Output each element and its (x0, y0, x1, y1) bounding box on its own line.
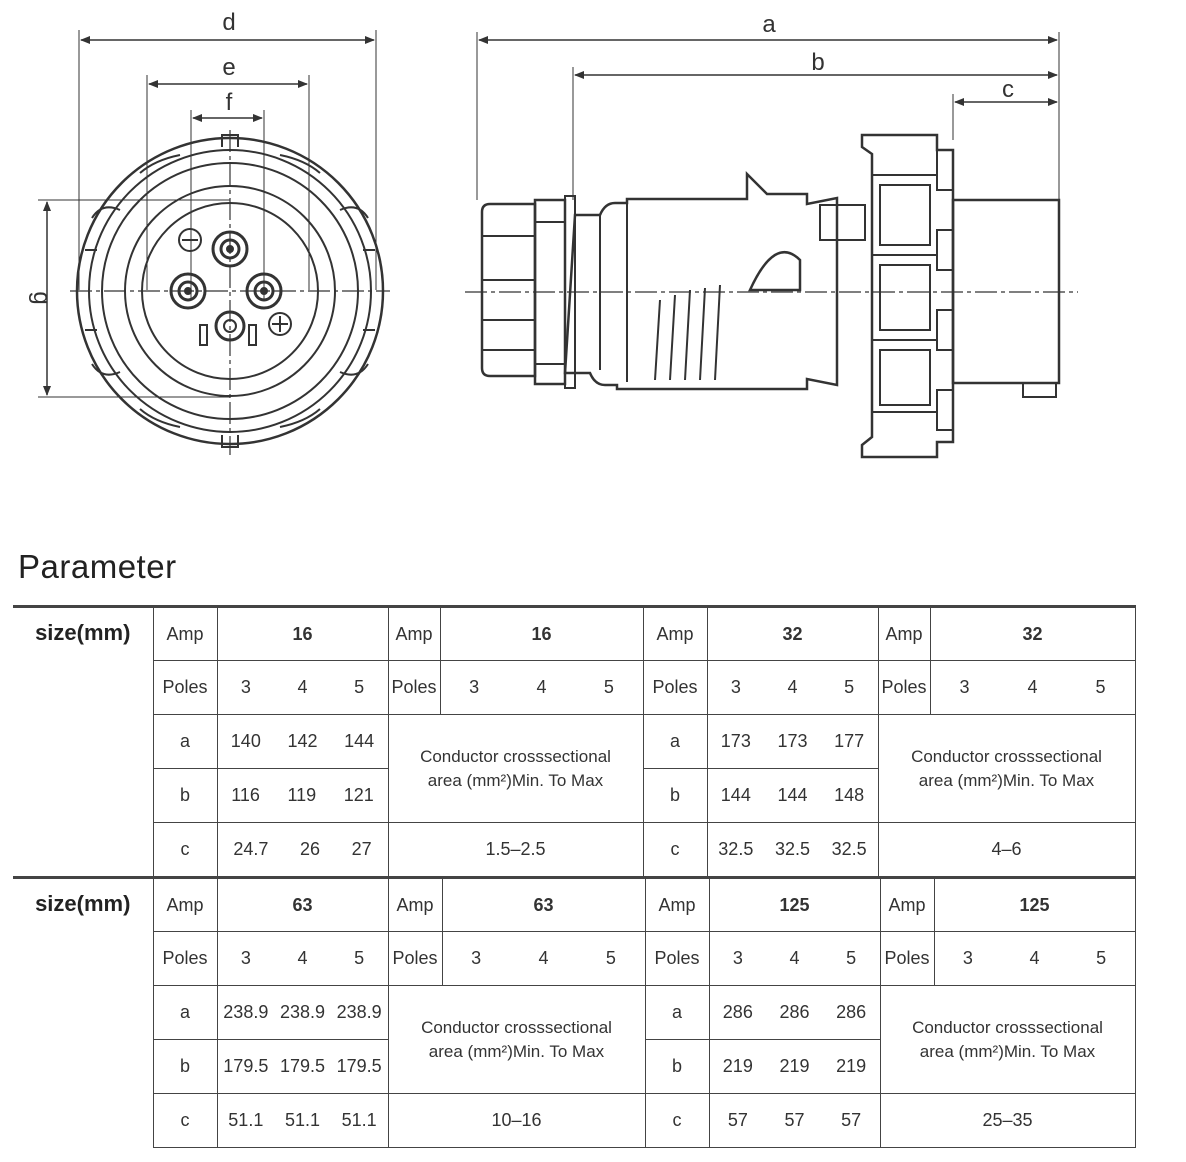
parameter-table-1: size(mm) Amp 16 Amp 16 Amp 32 Amp 32 Pol… (13, 605, 1136, 877)
poles-label: Poles (644, 931, 710, 986)
table-row-amp: size(mm) Amp 63 Amp 63 Amp 125 Amp 125 (13, 877, 1136, 1148)
poles-label: Poles (387, 660, 441, 715)
amp-value: 63 (441, 877, 646, 932)
amp-label: Amp (877, 606, 931, 661)
dim-label: b (644, 1039, 710, 1094)
label-g: g (28, 291, 55, 304)
dim-label: a (642, 714, 708, 769)
amp-label: Amp (644, 877, 710, 932)
side-view (465, 32, 1078, 459)
amp-value: 16 (439, 606, 644, 661)
amp-label: Amp (152, 877, 218, 932)
poles-label: Poles (152, 931, 218, 986)
conductor-range: 10–16 (387, 1093, 646, 1148)
parameter-table-2: size(mm) Amp 63 Amp 63 Amp 125 Amp 125 P… (13, 876, 1136, 1148)
dim-label: a (644, 985, 710, 1040)
label-f: f (226, 89, 233, 116)
amp-value: 125 (933, 877, 1136, 932)
poles-label: Poles (642, 660, 708, 715)
label-a: a (762, 11, 776, 38)
amp-label: Amp (152, 606, 218, 661)
contact-pins (169, 228, 292, 346)
front-view (38, 30, 390, 455)
dim-label: b (642, 768, 708, 823)
poles-label: Poles (877, 660, 931, 715)
size-label: size(mm) (13, 877, 154, 1148)
section-title: Parameter (18, 548, 177, 585)
conductor-range: 25–35 (879, 1093, 1136, 1148)
conductor-range: 1.5–2.5 (387, 822, 644, 877)
dim-label: b (152, 1039, 218, 1094)
dim-label: b (152, 768, 218, 823)
amp-value: 32 (706, 606, 879, 661)
label-b: b (811, 49, 824, 76)
dim-label: c (152, 822, 218, 877)
amp-label: Amp (879, 877, 935, 932)
amp-label: Amp (387, 606, 441, 661)
dim-label: c (642, 822, 708, 877)
dim-label: a (152, 714, 218, 769)
dim-label: c (644, 1093, 710, 1148)
technical-drawing: d e f g (28, 9, 1078, 459)
amp-value: 16 (216, 606, 389, 661)
amp-label: Amp (387, 877, 443, 932)
label-d: d (222, 9, 235, 36)
label-c: c (1002, 76, 1014, 103)
amp-value: 125 (708, 877, 881, 932)
dim-label: c (152, 1093, 218, 1148)
poles-label: Poles (879, 931, 935, 986)
amp-label: Amp (642, 606, 708, 661)
table-row-amp: size(mm) Amp 16 Amp 16 Amp 32 Amp 32 (13, 606, 1136, 877)
conductor-range: 4–6 (877, 822, 1136, 877)
label-e: e (222, 54, 235, 81)
amp-value: 63 (216, 877, 389, 932)
amp-value: 32 (929, 606, 1136, 661)
size-label: size(mm) (13, 606, 154, 877)
poles-label: Poles (152, 660, 218, 715)
poles-label: Poles (387, 931, 443, 986)
dim-label: a (152, 985, 218, 1040)
